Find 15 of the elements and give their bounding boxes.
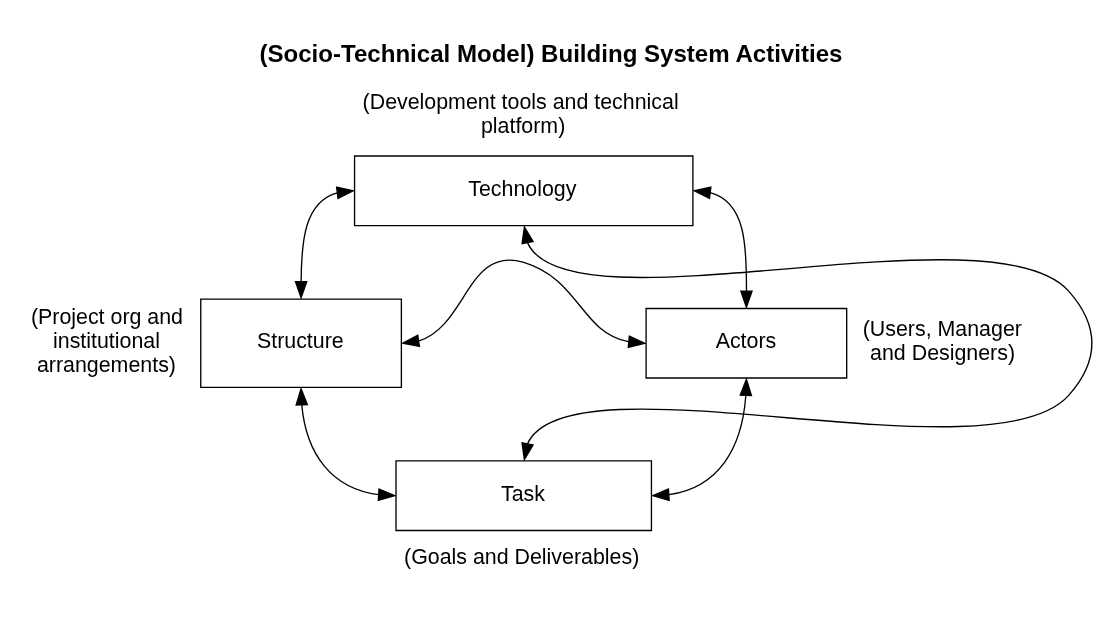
arrow — [400, 259, 647, 349]
node-box: Technology — [353, 155, 694, 227]
arrow — [295, 386, 397, 502]
node-box: Actors — [645, 307, 848, 379]
node-box: Structure — [200, 298, 403, 389]
node-label: (Project org and institutional arrangements) — [30, 305, 184, 378]
node-label: (Goals and Deliverables) — [404, 544, 640, 569]
node-label: (Development tools and technical platform) — [362, 89, 679, 139]
node-box: Task — [395, 460, 653, 532]
diagram-title: (Socio-Technical Model) Building System Activities — [259, 39, 843, 67]
arrow — [294, 186, 356, 300]
arrow — [521, 224, 1093, 462]
node-label: (Users, Manager and Designers) — [862, 317, 1022, 366]
arrow — [692, 186, 754, 310]
arrow — [650, 377, 753, 502]
